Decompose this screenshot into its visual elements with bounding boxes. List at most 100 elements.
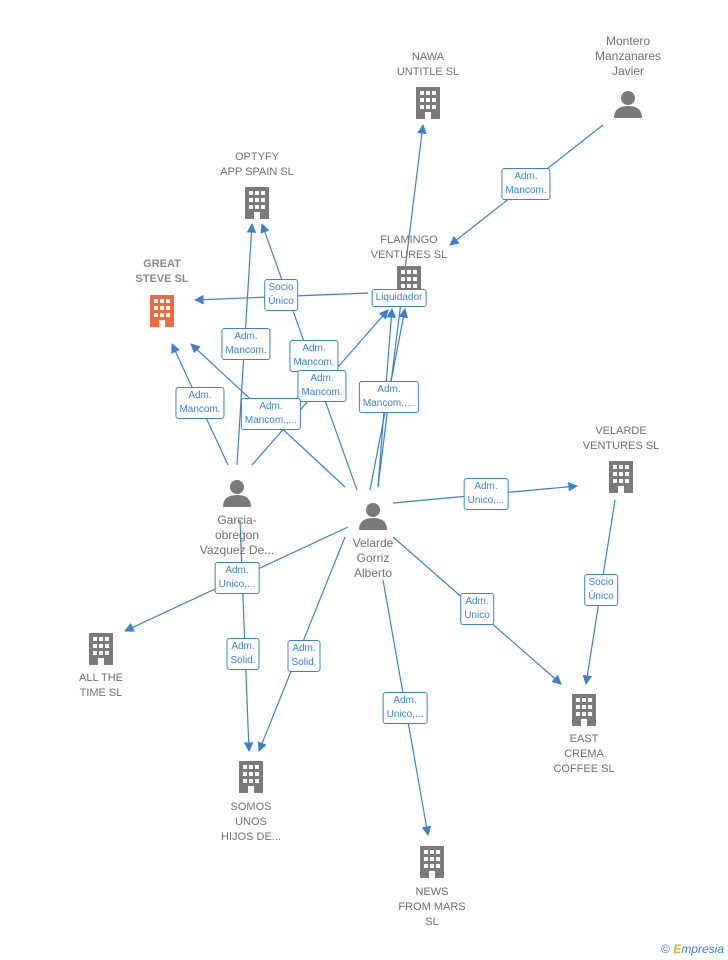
edge-label-line: Adm. [188, 390, 212, 401]
edge-label-line: Adm. [377, 384, 401, 395]
edge-label[interactable]: Adm.Mancom. [297, 370, 347, 402]
building-icon[interactable] [609, 461, 633, 493]
edge-label-line: Unico,... [467, 495, 505, 506]
person-icon[interactable] [223, 480, 251, 507]
edge-label-line: Adm. [234, 331, 258, 342]
node-label-line: EAST [569, 733, 599, 745]
person-icon[interactable] [614, 91, 642, 118]
edge-label-line: Socio [268, 282, 294, 293]
edge-label[interactable]: Adm. Mancom.,... [358, 381, 420, 413]
building-icon[interactable] [416, 87, 440, 119]
node-label-line: obregon [214, 528, 260, 542]
node-label-line: ALL THE [78, 672, 124, 684]
edge-label[interactable]: Adm. Unico [460, 593, 494, 625]
building-icon[interactable] [239, 761, 263, 793]
edge-label[interactable]: Adm. Unico,... [214, 562, 260, 594]
node-label-news[interactable]: NEWS FROM MARS SL [398, 885, 465, 930]
edge-label[interactable]: Liquidador [371, 289, 427, 307]
building-icon[interactable] [89, 633, 113, 665]
node-label-line: HIJOS DE... [221, 831, 281, 843]
edge-label-line: Socio [588, 577, 614, 588]
edge-label-line: Liquidador [375, 292, 423, 303]
node-label-line: VENTURES SL [582, 440, 660, 452]
edge-label-line: Adm. [259, 401, 283, 412]
edge-label-line: Adm. [465, 596, 489, 607]
edge-label[interactable]: Adm. Unico,... [463, 478, 509, 510]
building-icon[interactable] [420, 846, 444, 878]
node-label-line: SOMOS [230, 801, 272, 813]
footer-brand: © Empresia [661, 942, 724, 956]
edge-label-line: Mancom. [225, 345, 267, 356]
node-label-line: TIME SL [79, 687, 123, 699]
brand-logo-text: mpresia [681, 942, 724, 956]
edge-label-line: Mancom. [293, 357, 335, 368]
node-label-line: Velarde [352, 536, 394, 550]
node-label-line: VELARDE [595, 425, 647, 437]
node-label-allthetime[interactable]: ALL THE TIME SL [79, 671, 123, 701]
edge-label-line: Adm. [514, 171, 538, 182]
edge-label[interactable]: Adm.Mancom. [501, 168, 551, 200]
edge-label[interactable]: Adm. Unico,... [382, 692, 428, 724]
node-label-line: FROM MARS [398, 901, 466, 913]
edges-layer [124, 124, 616, 836]
node-label-line: Javier [611, 64, 645, 78]
edge-label-line: Mancom.,... [244, 415, 298, 426]
edge-label[interactable]: Adm. Mancom. [175, 387, 225, 419]
edge-label-line: Unico,... [386, 709, 424, 720]
edge-label-line: Adm. [225, 565, 249, 576]
node-label-great[interactable]: GREAT STEVE SL [135, 257, 188, 287]
node-label-line: CREMA [564, 748, 604, 760]
edge-label-line: Unico,... [218, 579, 256, 590]
edge-label-line: Adm. [231, 641, 255, 652]
node-label-line: Alberto [353, 566, 393, 580]
node-label-velarde_v[interactable]: VELARDE VENTURES SL [583, 424, 659, 454]
edge-label-line: Adm. [302, 343, 326, 354]
node-label-line: NEWS [415, 886, 449, 898]
node-label-line: STEVE SL [135, 273, 189, 285]
brand-logo-letter: E [673, 942, 682, 956]
node-label-eastcrema[interactable]: EAST CREMA COFFEE SL [553, 732, 614, 777]
node-label-line: APP SPAIN SL [220, 166, 294, 178]
edge-label-line: Mancom. [301, 387, 343, 398]
building-icon[interactable] [150, 295, 174, 327]
node-label-flamingo[interactable]: FLAMINGO VENTURES SL [371, 233, 447, 263]
edge-label[interactable]: Adm. Solid. [226, 638, 260, 670]
node-label-line: OPTYFY [234, 151, 280, 163]
node-label-line: GREAT [143, 258, 181, 270]
edge-label[interactable]: Adm. Mancom. [289, 340, 339, 372]
edge-label-line: Adm. [292, 643, 316, 654]
edge-label-line: Mancom.,... [362, 398, 416, 409]
edge-label-line: Mancom. [179, 404, 221, 415]
edge-label-line: Adm. [393, 695, 417, 706]
node-label-line: UNOS [235, 816, 267, 828]
node-label-optyfy[interactable]: OPTYFY APP SPAIN SL [220, 150, 294, 180]
node-label-line: VENTURES SL [370, 249, 448, 261]
person-icon[interactable] [359, 503, 387, 530]
edge-label[interactable]: Adm. Solid. [287, 640, 321, 672]
building-icon[interactable] [245, 187, 269, 219]
node-label-line: UNTITLE SL [396, 66, 460, 78]
edge-label-line: Adm. [474, 481, 498, 492]
node-label-line: SL [425, 916, 439, 928]
node-label-nawa[interactable]: NAWA UNTITLE SL [397, 50, 459, 80]
copyright-icon: © [661, 942, 670, 956]
node-label-line: COFFEE SL [553, 763, 615, 775]
edge-label-line: Solid. [291, 657, 317, 668]
edge-label-line: Solid. [230, 655, 256, 666]
node-label-line: Montero [605, 34, 651, 48]
node-label-line: FLAMINGO [380, 234, 438, 246]
node-label-line: NAWA [411, 51, 445, 63]
edge-label[interactable]: Adm. Mancom.,... [240, 398, 302, 430]
building-icon[interactable] [572, 694, 596, 726]
edge-label-line: Unico [464, 610, 490, 621]
edge-label-line: Único [268, 296, 294, 307]
edge-label[interactable]: Adm. Mancom. [221, 328, 271, 360]
node-label-somos[interactable]: SOMOS UNOS HIJOS DE... [221, 800, 281, 845]
node-label-line: Vazquez De... [199, 543, 275, 557]
